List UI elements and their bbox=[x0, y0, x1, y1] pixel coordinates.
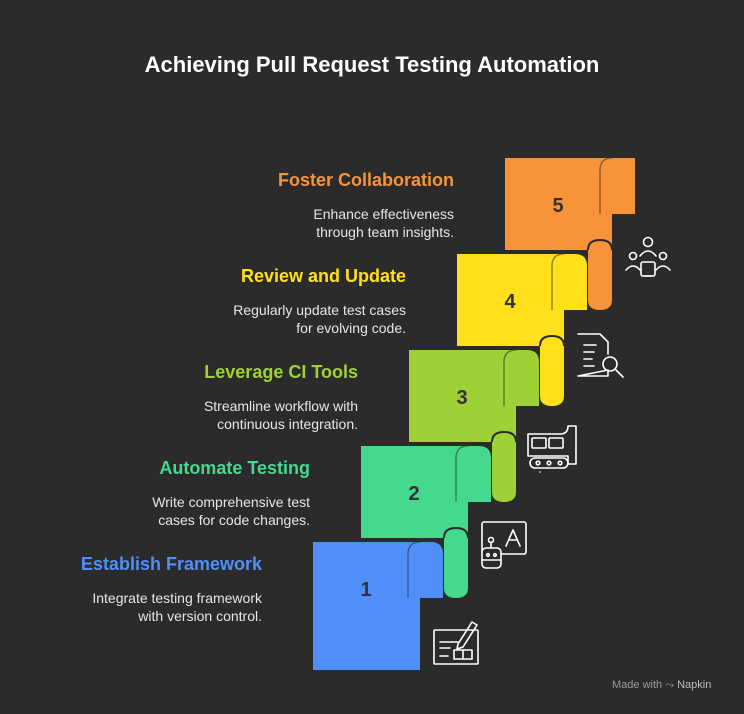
step-1-number: 1 bbox=[360, 579, 371, 601]
step-3-desc-line2: continuous integration. bbox=[217, 416, 358, 432]
step-2-title: Automate Testing bbox=[159, 458, 310, 478]
step-3-number: 3 bbox=[456, 387, 467, 409]
step-5-desc-line2: through team insights. bbox=[316, 224, 454, 240]
step-1-title: Establish Framework bbox=[80, 554, 262, 574]
document-search-icon bbox=[577, 333, 624, 378]
step-3-desc-line1: Streamline workflow with bbox=[203, 398, 358, 414]
step-5-number: 5 bbox=[552, 195, 563, 217]
step-2-desc-line2: cases for code changes. bbox=[158, 512, 310, 528]
step-5-description: Enhance effectiveness through team insig… bbox=[313, 205, 454, 241]
napkin-logo-icon: ⤳ bbox=[665, 679, 675, 691]
robot-text-icon bbox=[481, 521, 527, 569]
step-5-block: 5 bbox=[505, 157, 635, 310]
step-2-description: Write comprehensive test cases for code … bbox=[152, 493, 310, 529]
step-2-desc-line1: Write comprehensive test bbox=[152, 494, 310, 510]
step-4-desc-line2: for evolving code. bbox=[296, 320, 406, 336]
step-4-block: 4 bbox=[457, 253, 587, 406]
step-4-desc-line1: Regularly update test cases bbox=[233, 302, 406, 318]
document-edit-icon bbox=[433, 621, 479, 665]
team-meeting-icon bbox=[625, 236, 671, 277]
step-1-desc-line2: with version control. bbox=[138, 608, 262, 624]
step-3-description: Streamline workflow with continuous inte… bbox=[204, 397, 358, 433]
step-5-title: Foster Collaboration bbox=[277, 170, 454, 190]
step-4-number: 4 bbox=[504, 291, 516, 313]
footer-brand: Napkin bbox=[677, 679, 712, 691]
step-3-block: 3 bbox=[409, 349, 539, 502]
step-2-block: 2 bbox=[361, 445, 491, 598]
step-1-description: Integrate testing framework with version… bbox=[92, 589, 262, 625]
step-1-desc-line1: Integrate testing framework bbox=[92, 590, 262, 606]
step-4-description: Regularly update test cases for evolving… bbox=[233, 301, 406, 337]
step-3-title: Leverage CI Tools bbox=[204, 362, 358, 382]
step-4-title: Review and Update bbox=[240, 266, 406, 286]
conveyor-icon bbox=[527, 425, 577, 473]
footer-made-with: Made with bbox=[612, 679, 663, 691]
step-2-number: 2 bbox=[408, 483, 419, 505]
step-5-desc-line1: Enhance effectiveness bbox=[313, 206, 454, 222]
footer-attribution: Made with ⤳ Napkin bbox=[612, 679, 711, 692]
diagram-title: Achieving Pull Request Testing Automatio… bbox=[144, 52, 600, 77]
step-1-block: 1 bbox=[313, 541, 443, 670]
